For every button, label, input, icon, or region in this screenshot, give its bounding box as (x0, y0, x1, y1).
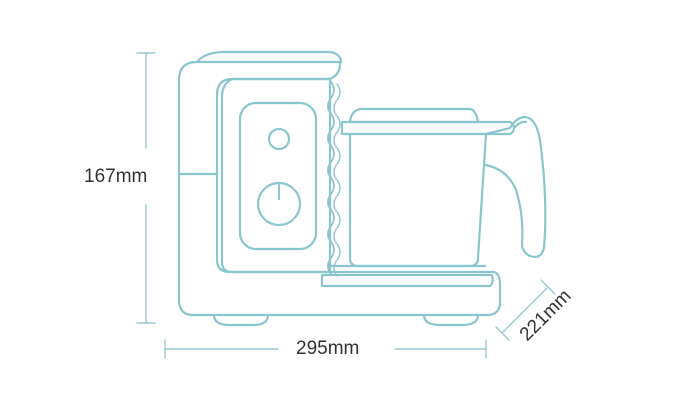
base-unit (177, 50, 502, 327)
height-label: 167mm (84, 166, 148, 187)
left-foot (212, 313, 270, 327)
wavy-seam-shadow (333, 83, 341, 277)
jar-lid (348, 107, 480, 124)
width-dimension-line (164, 339, 487, 359)
base-tray (320, 273, 494, 288)
jar-body (348, 132, 488, 268)
width-label: 295mm (296, 338, 360, 359)
jar-handle (484, 115, 547, 259)
blender-jar (340, 107, 547, 268)
depth-dimension-line (495, 279, 556, 341)
top-lid-outline (195, 50, 343, 64)
jar-handle-inner (512, 120, 528, 130)
height-dimension-line (136, 52, 156, 324)
inner-frame-outline (220, 77, 332, 274)
indicator-button-icon (267, 127, 291, 151)
dial-knob-icon (256, 181, 302, 227)
control-panel (238, 101, 318, 251)
right-foot (422, 313, 480, 327)
jar-collar (340, 120, 516, 136)
wavy-seam (327, 81, 335, 275)
